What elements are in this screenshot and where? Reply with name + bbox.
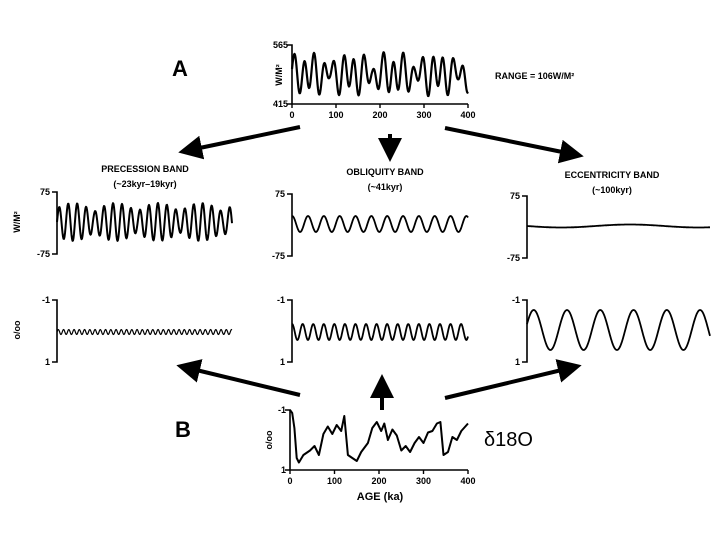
panel-b-ylabel: o/oo [264, 430, 274, 449]
panel-b-x-tick-label: 300 [416, 476, 431, 486]
panel-a-ytick-bottom: 415 [273, 99, 288, 109]
precession-isotope-ytick-top: -1 [42, 295, 50, 305]
eccentricity-insolation-ytick-bottom: -75 [507, 253, 520, 263]
panel-b-axes [285, 409, 468, 471]
eccentricity-title: ECCENTRICITY BAND [565, 170, 660, 180]
panel-b-ytick-bottom: 1 [281, 465, 286, 475]
panel-a-x-tick-label: 200 [372, 110, 387, 120]
arrow-from-b-precession [176, 359, 301, 397]
obliquity-title: OBLIQUITY BAND [346, 167, 424, 177]
panel-a-ylabel: W/M² [274, 64, 284, 86]
insolation-curve [290, 51, 469, 98]
precession-insolation-ytick-top: 75 [40, 187, 50, 197]
panel-a-xticks: 0 100 200 300 400 [289, 104, 476, 120]
obliquity-isotope-axis [287, 299, 293, 363]
eccentricity-insolation-ytick-top: 75 [510, 191, 520, 201]
precession-insolation-curve [56, 202, 233, 242]
eccentricity-isotope-curve [526, 309, 711, 351]
eccentricity-period: (~100kyr) [592, 185, 632, 195]
panel-b-xticks: 0 100 200 300 400 [287, 470, 476, 486]
panel-a-label: A [172, 56, 188, 81]
panel-b-x-tick-label: 400 [460, 476, 475, 486]
panel-b-x-tick-label: 100 [327, 476, 342, 486]
precession-period: (~23kyr–19kyr) [113, 179, 176, 189]
obliquity-insolation-axis [287, 193, 293, 257]
precession-isotope-ytick-bottom: 1 [45, 357, 50, 367]
panel-a-x-tick-label: 300 [416, 110, 431, 120]
panel-b-ytick-top: -1 [278, 405, 286, 415]
d18o-label: δ18O [484, 429, 533, 451]
eccentricity-isotope-ytick-bottom: 1 [515, 357, 520, 367]
obliquity-period: (~41kyr) [368, 182, 403, 192]
arrow-to-precession [178, 125, 301, 160]
eccentricity-isotope-axis [522, 299, 528, 363]
precession-isotope-axis [52, 299, 58, 363]
obliquity-isotope-ytick-top: -1 [277, 295, 285, 305]
eccentricity-insolation-axis [522, 195, 528, 259]
precession-title: PRECESSION BAND [101, 164, 189, 174]
precession-isotope-curve [56, 328, 233, 336]
panel-b-x-tick-label: 0 [287, 476, 292, 486]
arrow-to-eccentricity [444, 126, 584, 164]
obliquity-isotope-ytick-bottom: 1 [280, 357, 285, 367]
isotope-band-ylabel: o/oo [12, 320, 22, 339]
panel-b-xlabel: AGE (ka) [357, 491, 404, 503]
d18o-curve [289, 409, 469, 464]
obliquity-insolation-ytick-top: 75 [275, 189, 285, 199]
panel-b-x-tick-label: 200 [371, 476, 386, 486]
eccentricity-insolation-curve [526, 223, 711, 229]
panel-a-x-tick-label: 400 [460, 110, 475, 120]
panel-a-x-tick-label: 0 [289, 110, 294, 120]
precession-insolation-axis [52, 191, 58, 255]
obliquity-isotope-curve [291, 323, 469, 341]
band-panels: 75 -75 -1 1 75 -75 -1 1 75 -75 -1 1 [37, 187, 711, 367]
precession-insolation-ytick-bottom: -75 [37, 249, 50, 259]
panel-a-ytick-top: 565 [273, 40, 288, 50]
eccentricity-isotope-ytick-top: -1 [512, 295, 520, 305]
obliquity-insolation-ytick-bottom: -75 [272, 251, 285, 261]
arrow-from-b-eccentricity [444, 359, 582, 400]
range-note: RANGE = 106W/M² [495, 71, 574, 81]
panel-a-x-tick-label: 100 [328, 110, 343, 120]
insolation-band-ylabel: W/M² [12, 211, 22, 233]
panel-b-label: B [175, 417, 191, 442]
obliquity-insolation-curve [291, 215, 469, 233]
